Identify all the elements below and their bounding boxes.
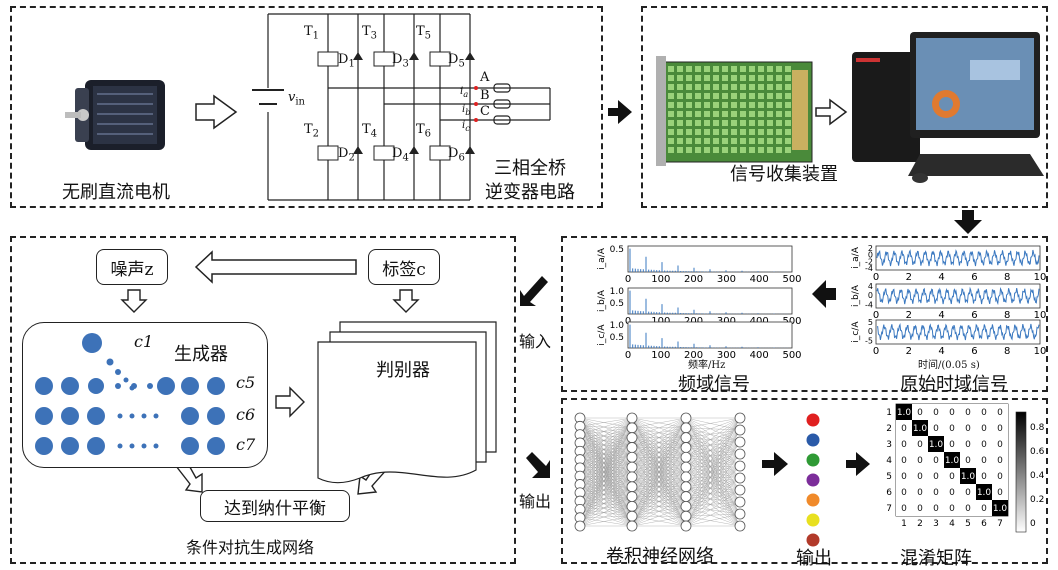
output-label: 输出: [519, 492, 552, 511]
freq-domain-label: 频域信号: [678, 374, 750, 395]
switch-label: T4: [362, 122, 378, 140]
time-domain-label: 原始时域信号: [900, 374, 1008, 395]
diode-label: D5: [448, 52, 465, 70]
c-label: c5: [236, 373, 256, 392]
phase-label-a: A: [480, 70, 490, 85]
switch-label: T3: [362, 24, 378, 42]
right-arrow-icon: [608, 100, 632, 124]
label-c-label: 标签c: [382, 259, 426, 280]
signal-panel: [561, 236, 1048, 392]
input-arrow-icon: [520, 276, 548, 306]
switch-label: T5: [416, 24, 432, 42]
freq-xlabel: 频率/Hz: [688, 360, 726, 371]
daq-label: 信号收集装置: [730, 164, 838, 185]
confusion-label: 混淆矩阵: [900, 548, 972, 569]
daq-panel: [641, 6, 1048, 208]
noise-box: 噪声z: [96, 249, 168, 285]
down-arrow-icon: [954, 210, 982, 234]
diode-label: D1: [338, 52, 355, 70]
current-label: ic: [462, 120, 470, 133]
output-arrow-icon: [526, 452, 550, 478]
diode-label: D4: [392, 146, 409, 164]
input-label: 输入: [519, 332, 552, 351]
noise-label: 噪声z: [110, 259, 154, 280]
switch-label: T2: [304, 122, 320, 140]
phase-label-c: C: [480, 104, 490, 119]
switch-label: T1: [304, 24, 320, 42]
diode-label: D6: [448, 146, 465, 164]
source-label: vin: [288, 90, 305, 108]
nash-label: 达到纳什平衡: [224, 498, 326, 519]
gan-title: 条件对抗生成网络: [186, 538, 315, 557]
current-label: ib: [462, 104, 471, 117]
diode-label: D3: [392, 52, 409, 70]
cnn-label: 卷积神经网络: [606, 546, 714, 567]
c-label: c7: [236, 435, 256, 454]
generator-label: 生成器: [174, 344, 228, 365]
cnn-output-label: 输出: [796, 548, 832, 569]
diode-label: D2: [338, 146, 355, 164]
label-box: 标签c: [368, 249, 440, 285]
c-label: c6: [236, 405, 256, 424]
time-xlabel: 时间/(0.05 s): [918, 360, 980, 371]
motor-inverter-panel: [10, 6, 603, 208]
switch-label: T6: [416, 122, 432, 140]
current-label: ia: [460, 86, 469, 99]
inverter-label-line1: 三相全桥: [494, 158, 566, 179]
nash-box: 达到纳什平衡: [200, 490, 350, 522]
discriminator-label: 判别器: [376, 360, 430, 381]
motor-label: 无刷直流电机: [62, 182, 170, 203]
c-label: c1: [134, 332, 154, 351]
cnn-panel: [561, 398, 1048, 564]
phase-label-b: B: [480, 88, 490, 103]
inverter-label-line2: 逆变器电路: [485, 182, 575, 203]
gan-panel: [10, 236, 516, 564]
